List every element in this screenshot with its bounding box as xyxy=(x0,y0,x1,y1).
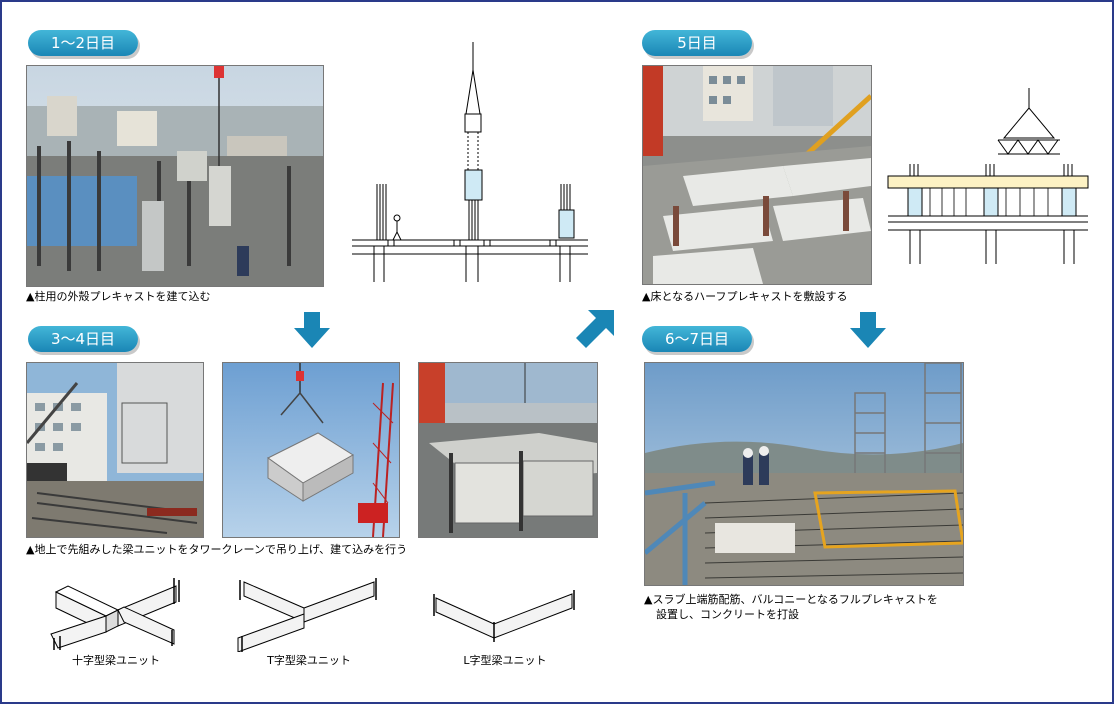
caption-step-2: ▲地上で先組みした梁ユニットをタワークレーンで吊り上げ、建て込みを行う xyxy=(26,543,408,556)
arrow-down-icon xyxy=(848,312,888,352)
drawing-slab-erection xyxy=(886,84,1092,274)
photo-half-precast-slab xyxy=(642,65,872,285)
step-badge-3: 5日目 xyxy=(642,30,752,56)
caption-step-4-line1: ▲スラブ上端筋配筋、バルコニーとなるフルプレキャストを xyxy=(644,593,938,606)
step-badge-4: 6～7日目 xyxy=(642,326,752,352)
caption-step-3: ▲床となるハーフプレキャストを敷設する xyxy=(642,290,848,303)
photo-column-precast xyxy=(26,65,324,287)
label-cross-beam-unit: 十字型梁ユニット xyxy=(72,654,160,667)
photo-slab-concrete-pour xyxy=(644,362,964,586)
drawing-cross-beam-unit xyxy=(46,574,186,654)
drawing-t-beam-unit xyxy=(234,574,384,656)
caption-step-1: ▲柱用の外殻プレキャストを建て込む xyxy=(26,290,211,303)
step-badge-1: 1～2日目 xyxy=(28,30,138,56)
label-t-beam-unit: T字型梁ユニット xyxy=(267,654,351,667)
photo-ground-assembly xyxy=(26,362,204,538)
arrow-down-icon xyxy=(292,312,332,352)
drawing-column-erection xyxy=(348,42,593,291)
label-l-beam-unit: L字型梁ユニット xyxy=(463,654,547,667)
drawing-l-beam-unit xyxy=(430,588,580,648)
photo-beam-placement xyxy=(418,362,598,538)
arrow-up-right-icon xyxy=(574,310,614,354)
caption-step-4-line2: 設置し、コンクリートを打設 xyxy=(656,608,799,621)
step-badge-2: 3～4日目 xyxy=(28,326,138,352)
photo-beam-lifting xyxy=(222,362,400,538)
